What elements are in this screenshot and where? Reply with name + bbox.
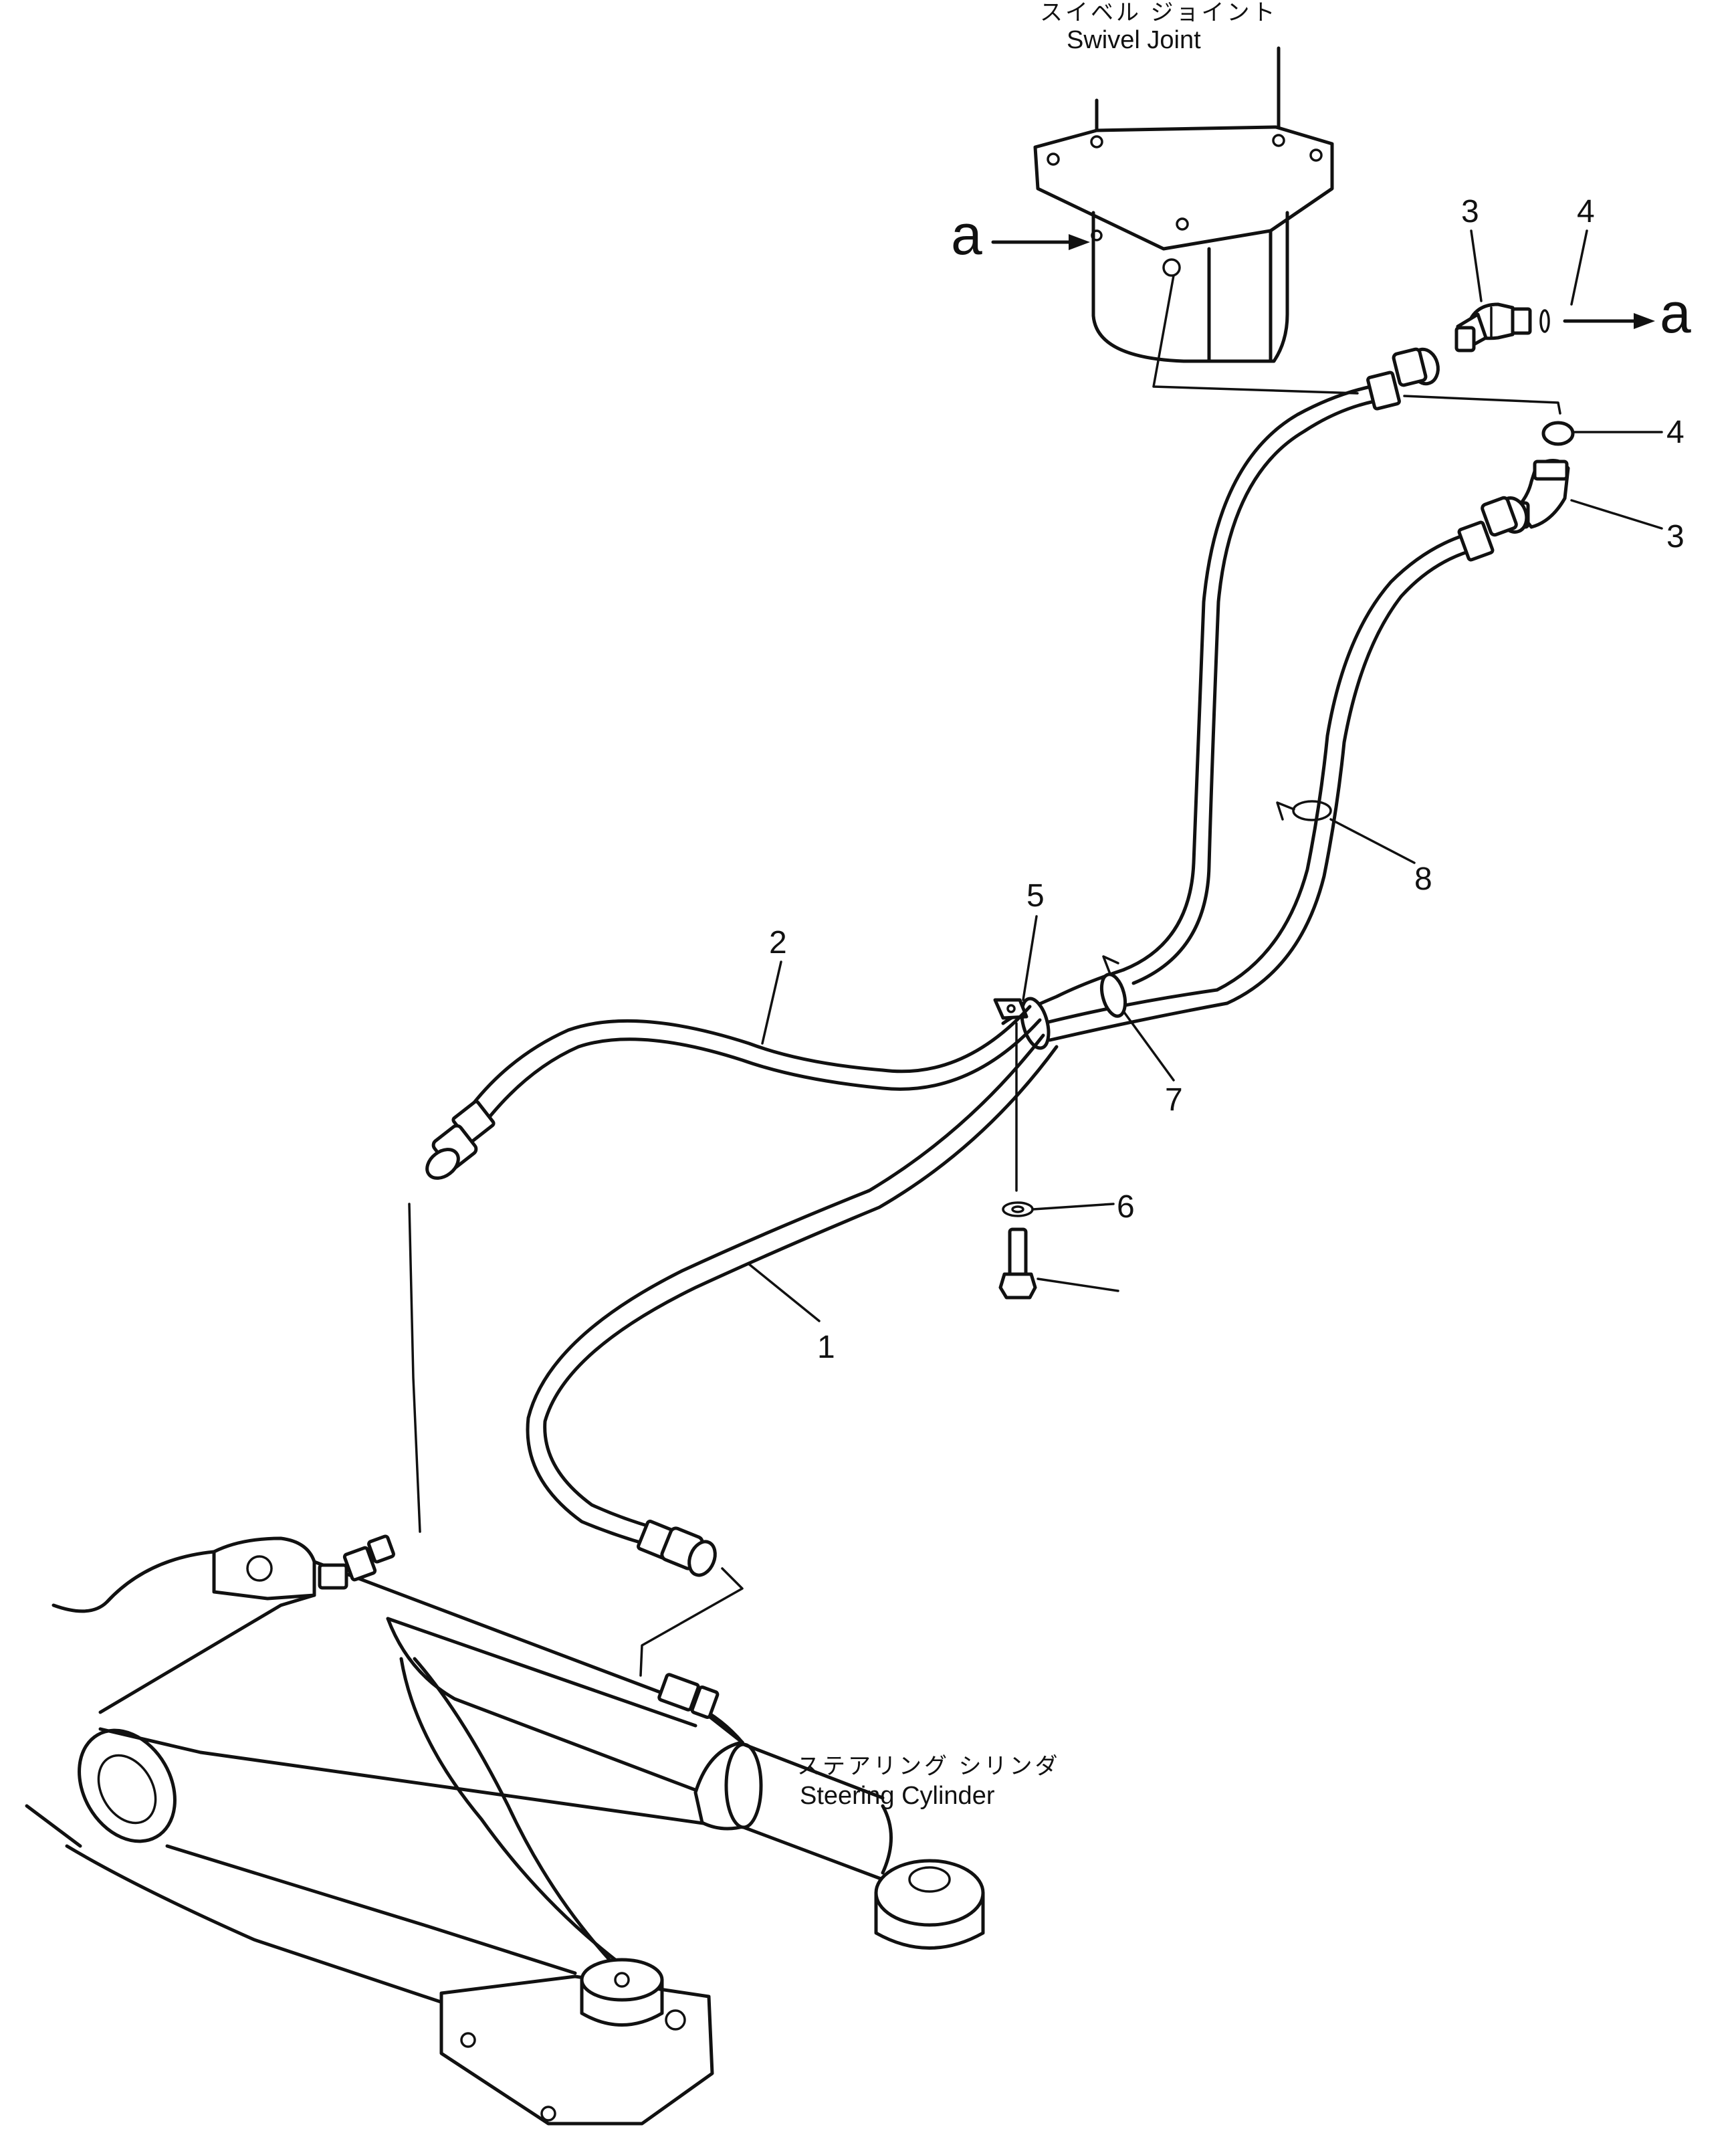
elbow-fitting-top [1454, 302, 1532, 352]
callout-6 [1037, 1278, 1119, 1292]
o-ring-lower [1541, 421, 1575, 446]
callout-7-number: 6 [1117, 1189, 1135, 1225]
steering-cylinder-label-en: Steering Cylinder [800, 1782, 995, 1810]
steering-cylinder-label-jp: ステアリング シリンダ [797, 1754, 1060, 1779]
ref-a-right-label: a [1660, 282, 1691, 344]
callout-7: 6 [1032, 1189, 1135, 1225]
cylinder-port-lower [657, 1673, 720, 1719]
hose-1 [526, 1033, 1059, 1577]
callout-5-number: 5 [1026, 878, 1045, 914]
hose-upper-a [1121, 347, 1440, 985]
callout-4-lower: 4 [1574, 415, 1685, 450]
clamp-8-upper [1276, 800, 1332, 821]
hose-to-elbow-leader [1403, 395, 1561, 415]
callout-3-top-number: 3 [1461, 194, 1479, 229]
hose-2 [425, 1005, 1042, 1180]
callout-8-upper-number: 8 [1414, 861, 1432, 897]
swivel-joint-label-jp: スイベル ジョイント [1040, 0, 1277, 25]
clamp-8-lower [1099, 955, 1127, 1018]
swivel-joint [1033, 46, 1334, 363]
washer-7 [1002, 1201, 1034, 1217]
callout-3-top: 3 [1461, 194, 1483, 302]
callout-3-lower-number: 3 [1666, 519, 1685, 554]
callout-4-top: 4 [1570, 194, 1595, 306]
axle-housing [25, 1536, 754, 2126]
swivel-joint-label-en: Swivel Joint [1067, 26, 1201, 54]
washer-7-hole [1011, 1205, 1024, 1213]
callout-2: 2 [761, 925, 787, 1045]
o-ring-top [1539, 309, 1550, 333]
bolt-6 [998, 1227, 1037, 1300]
callout-2-number: 2 [769, 925, 787, 960]
callout-1: 1 [748, 1263, 835, 1365]
hose-2-to-port-leader [408, 1203, 421, 1533]
hose-1-to-port-leader [639, 1567, 744, 1677]
callout-1-number: 1 [817, 1330, 835, 1365]
callout-4-lower-number: 4 [1666, 415, 1685, 450]
reference-a-left: a [951, 203, 1090, 266]
callout-4-top-number: 4 [1577, 194, 1595, 229]
steering-cylinder [693, 1740, 985, 1950]
swivel-port-leader [1152, 274, 1359, 395]
reference-a-right: a [1563, 282, 1691, 344]
ref-a-left-label: a [951, 203, 982, 266]
callout-5: 5 [1022, 878, 1045, 1001]
cylinder-port-upper [318, 1534, 395, 1590]
callout-8-lower: 7 [1122, 1010, 1183, 1118]
callout-3-lower: 3 [1570, 499, 1685, 554]
callout-8-lower-number: 7 [1165, 1082, 1183, 1118]
callout-8-upper: 8 [1329, 818, 1432, 897]
hose-upper-b [1215, 496, 1529, 1005]
